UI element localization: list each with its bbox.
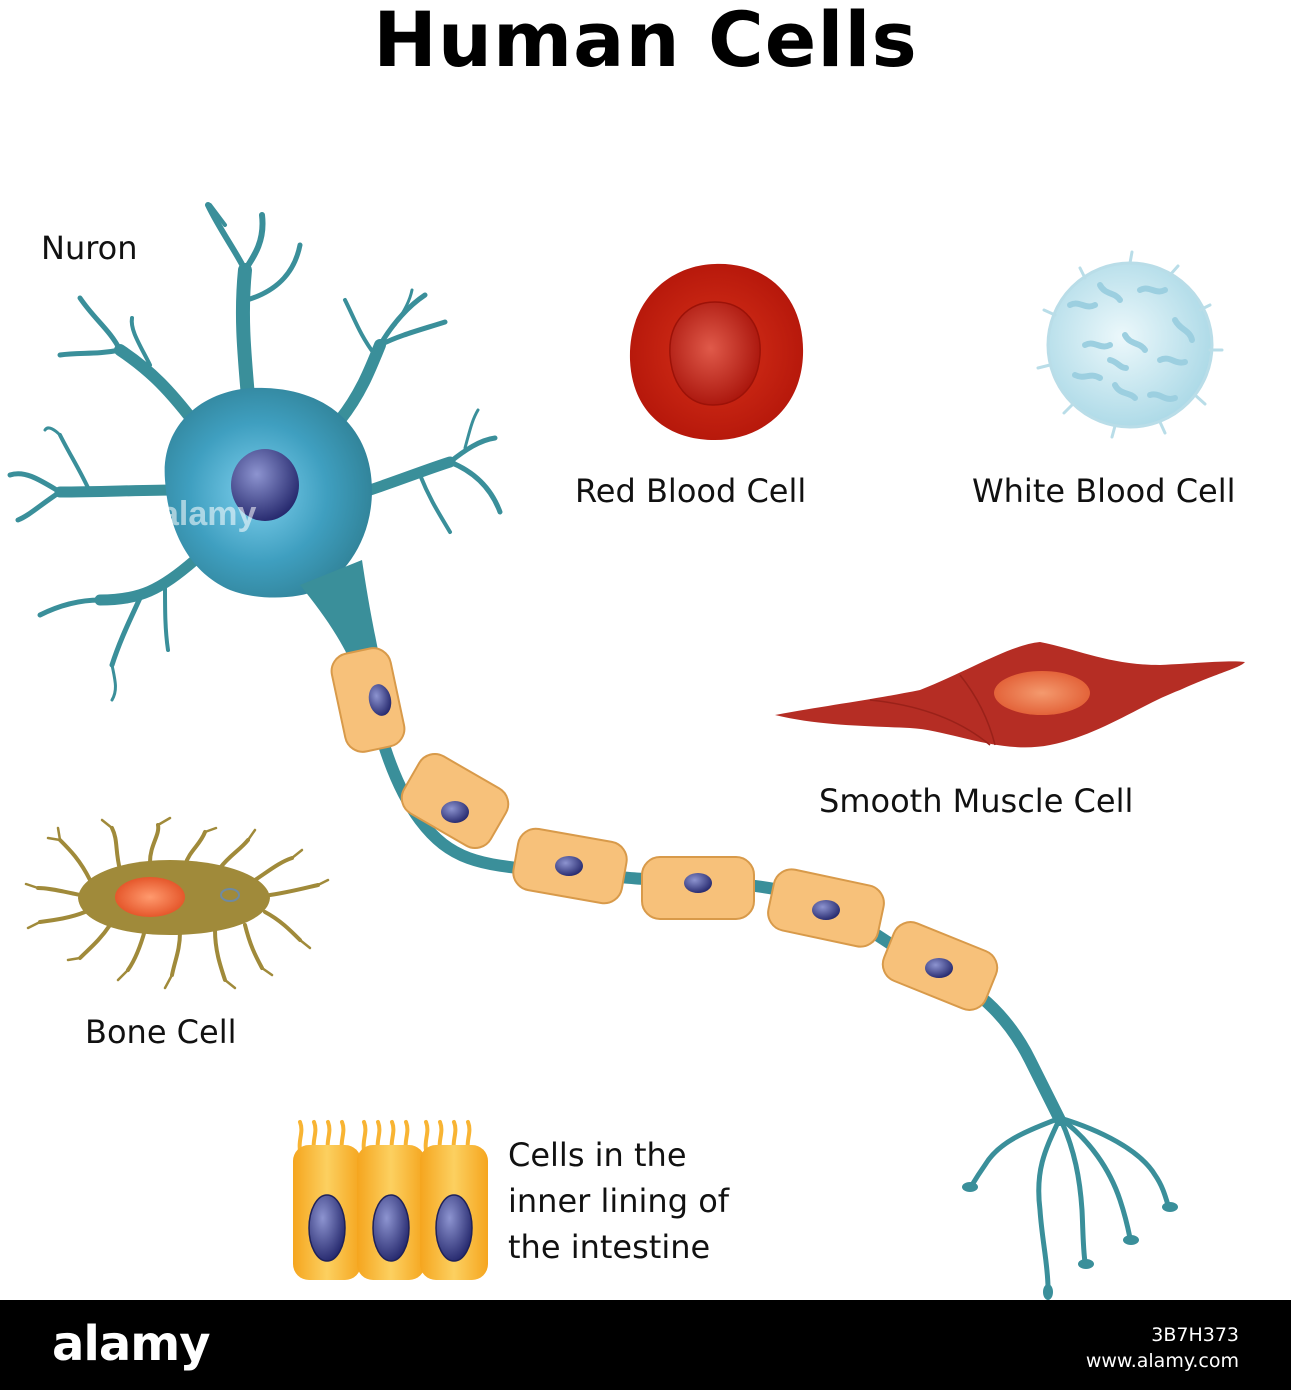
bone-cell	[24, 816, 330, 990]
white-blood-cell-label: White Blood Cell	[972, 472, 1236, 510]
neuron	[7, 202, 1178, 1300]
white-blood-cell	[1036, 250, 1224, 439]
neuron-dendrites	[7, 202, 503, 702]
red-blood-cell-label: Red Blood Cell	[575, 472, 807, 510]
schwann-nuclei	[368, 684, 953, 978]
image-id: 3B7H373	[1151, 1324, 1239, 1346]
cells-illustration: alamy	[7, 202, 1245, 1300]
smooth-muscle-cell	[775, 642, 1245, 748]
intestine-cells	[293, 1120, 488, 1280]
intestine-label-line: the intestine	[508, 1228, 711, 1266]
neuron-label: Nuron	[41, 229, 138, 267]
footer-credits: 3B7H373 www.alamy.com	[1086, 1322, 1239, 1374]
bone-cell-label: Bone Cell	[85, 1013, 237, 1051]
neuron-axon-hillock	[300, 560, 378, 660]
red-blood-cell	[629, 263, 804, 440]
neuron-nucleus	[231, 449, 299, 521]
alamy-logo: alamy	[52, 1316, 211, 1372]
footer-bar: alamy 3B7H373 www.alamy.com	[0, 1300, 1291, 1390]
site-url: www.alamy.com	[1085, 1350, 1239, 1372]
intestine-cells-label: Cells in the inner lining of the intesti…	[508, 1132, 808, 1270]
intestine-label-line: Cells in the	[508, 1136, 687, 1174]
page-title: Human Cells	[373, 0, 918, 84]
intestine-label-line: inner lining of	[508, 1182, 730, 1220]
neuron-terminal-buttons	[962, 1182, 1178, 1300]
myelin-segment	[330, 647, 406, 753]
watermark: alamy	[160, 495, 256, 533]
intestine-nuclei	[308, 1194, 473, 1262]
neuron-axon-terminals	[969, 1115, 1171, 1291]
smooth-muscle-cell-label: Smooth Muscle Cell	[819, 782, 1134, 820]
